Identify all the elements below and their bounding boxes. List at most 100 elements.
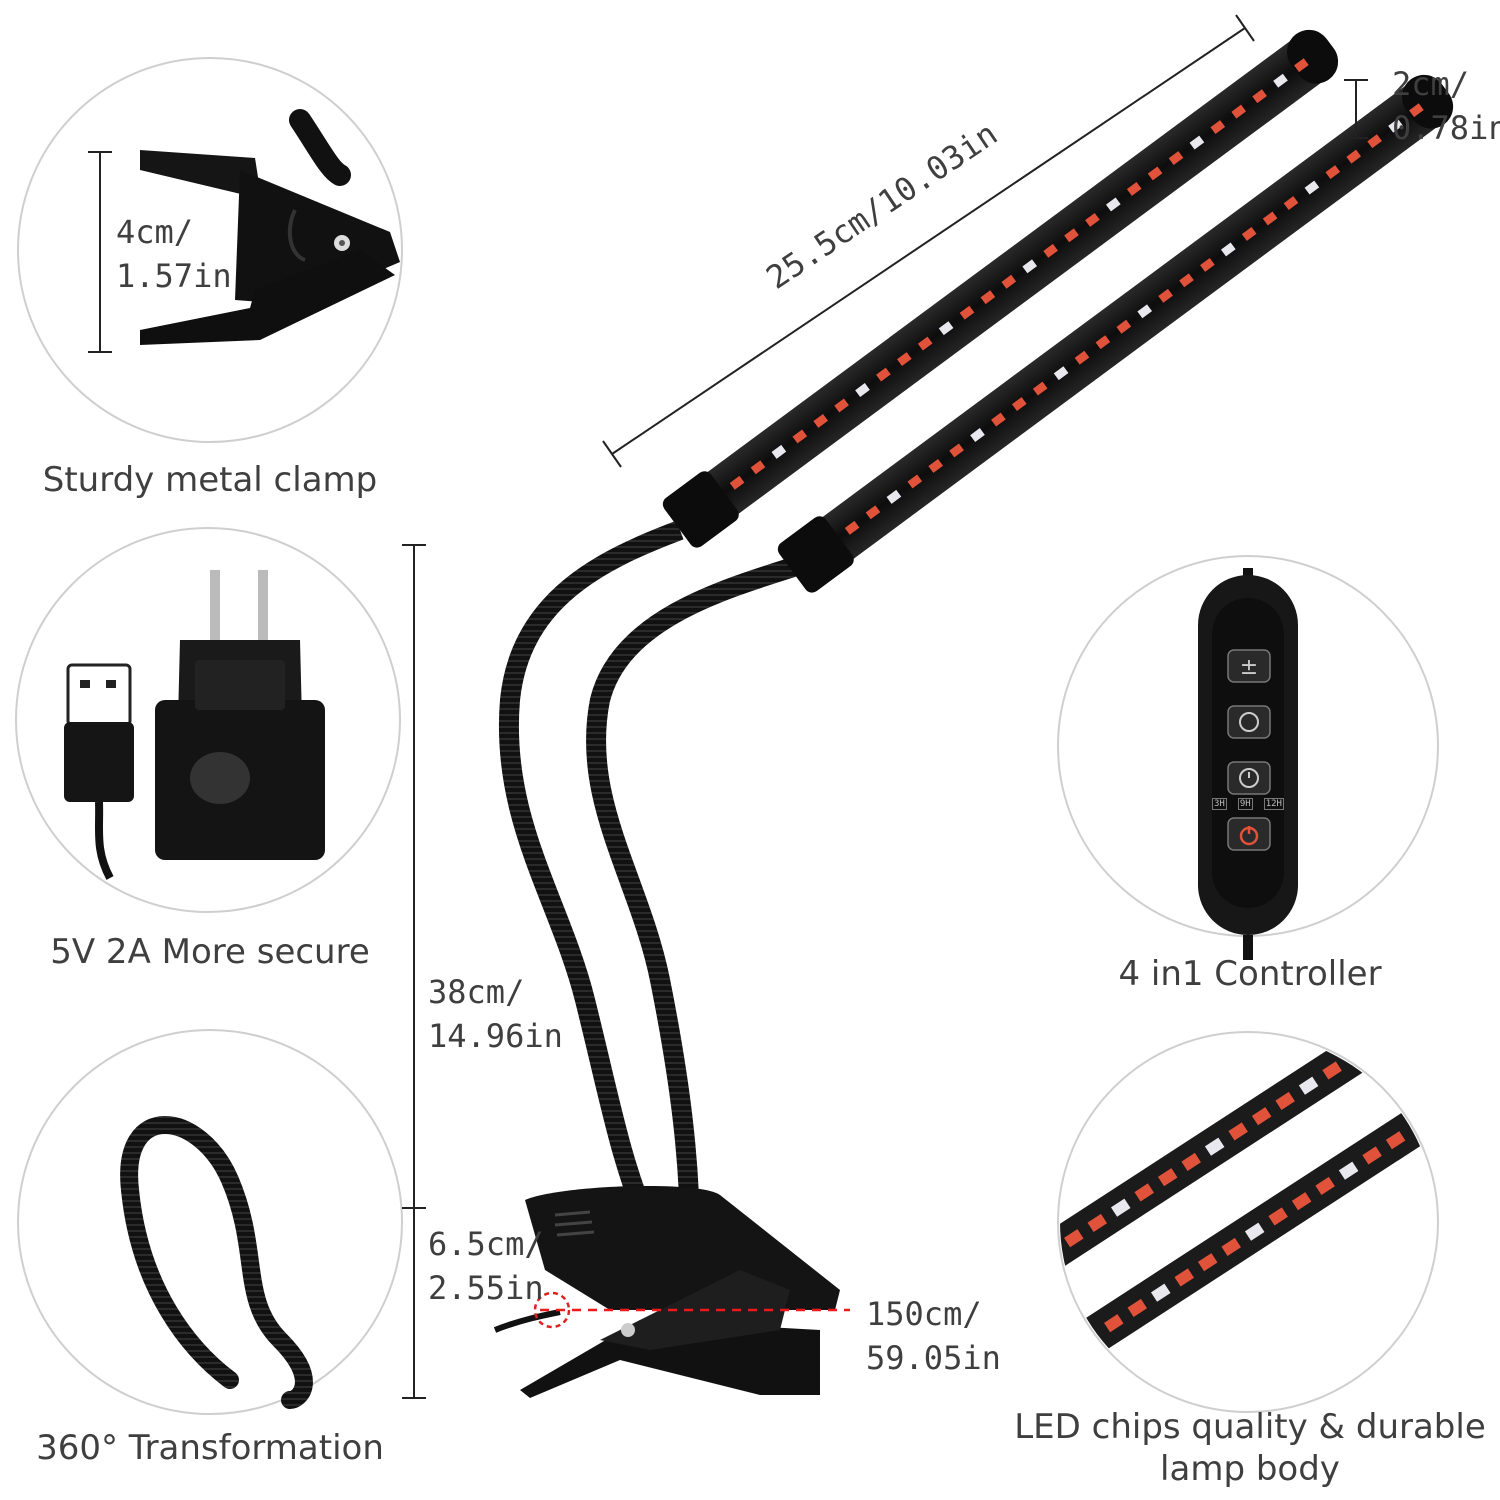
led-chip bbox=[771, 444, 787, 459]
led-chip bbox=[1043, 243, 1058, 258]
led-chip bbox=[1189, 135, 1205, 150]
led-chip bbox=[855, 383, 870, 397]
led-chip bbox=[1369, 1034, 1389, 1049]
led-chip bbox=[1200, 257, 1215, 272]
led-chip bbox=[1322, 1061, 1342, 1080]
led-caption-line2: lamp body bbox=[1160, 1449, 1340, 1489]
led-chip bbox=[1181, 1152, 1201, 1171]
led-chip bbox=[1367, 134, 1382, 149]
height-line1: 38cm/ bbox=[428, 973, 525, 1011]
timer-3h: 3H bbox=[1212, 798, 1227, 810]
led-chip bbox=[1346, 149, 1362, 164]
led-chip bbox=[1231, 104, 1247, 119]
led-chip bbox=[1298, 1076, 1319, 1095]
led-chip bbox=[792, 429, 808, 444]
led-chip bbox=[1283, 196, 1299, 210]
controller-caption: 4 in1 Controller bbox=[1118, 954, 1382, 994]
controller-remote-icon: ± bbox=[1198, 568, 1298, 960]
led-chip bbox=[1325, 165, 1341, 180]
dimension-lines bbox=[402, 14, 1368, 1399]
led-chip bbox=[1134, 1183, 1154, 1202]
clamp-caption: Sturdy metal clamp bbox=[42, 460, 378, 500]
led-chip bbox=[1251, 1107, 1272, 1126]
diameter-label: 2cm/ 0.78in bbox=[1392, 62, 1500, 150]
clamp-dimension-bracket bbox=[88, 151, 112, 353]
hose-circle bbox=[17, 1029, 403, 1415]
clamp-dim-line2: 1.57in bbox=[116, 257, 232, 295]
led-chip bbox=[1174, 1268, 1194, 1287]
led-chip bbox=[1150, 1283, 1171, 1302]
led-chip bbox=[1244, 1222, 1265, 1241]
led-chip bbox=[959, 305, 975, 320]
led-chip bbox=[1147, 166, 1163, 181]
led-chip bbox=[1022, 259, 1038, 274]
led-chip bbox=[1032, 381, 1048, 396]
led-chip bbox=[1221, 1237, 1241, 1256]
timer-12h: 12H bbox=[1263, 798, 1284, 810]
led-chip bbox=[729, 475, 745, 490]
clamp-opening-line1: 6.5cm/ bbox=[428, 1225, 544, 1263]
led-chip bbox=[1294, 58, 1309, 73]
height-line2: 14.96in bbox=[428, 1017, 563, 1055]
led-chip bbox=[1157, 1168, 1178, 1187]
led-chip bbox=[1388, 118, 1403, 133]
led-chip bbox=[1262, 211, 1278, 226]
led-chip bbox=[1087, 1213, 1108, 1232]
led-caption: LED chips quality & durable lamp body bbox=[990, 1406, 1500, 1490]
led-chip bbox=[1220, 242, 1236, 257]
timer-options: 3H 9H 12H bbox=[1212, 798, 1284, 810]
led-caption-line1: LED chips quality & durable bbox=[1014, 1407, 1486, 1447]
led-chip bbox=[834, 398, 849, 413]
led-chip bbox=[896, 352, 912, 367]
led-chip bbox=[1137, 304, 1153, 319]
led-chip bbox=[980, 290, 996, 305]
clamp-opening-label: 6.5cm/ 2.55in bbox=[428, 1222, 544, 1310]
led-chip bbox=[1273, 73, 1288, 88]
usb-plug-icon bbox=[64, 663, 134, 880]
light-bar-top bbox=[662, 29, 1339, 548]
led-chip bbox=[1064, 1229, 1084, 1248]
led-chip bbox=[1252, 89, 1267, 104]
height-label: 38cm/ 14.96in bbox=[428, 970, 563, 1058]
led-chip bbox=[928, 458, 944, 473]
led-chip bbox=[917, 336, 933, 351]
led-chip bbox=[1127, 1298, 1148, 1317]
power-adapter-icon bbox=[155, 570, 325, 860]
led-chip bbox=[886, 489, 902, 504]
led-chip bbox=[1064, 228, 1079, 243]
clamp-opening-line2: 2.55in bbox=[428, 1269, 544, 1307]
diameter-line1: 2cm/ bbox=[1392, 65, 1470, 103]
led-chip bbox=[907, 474, 923, 489]
cable-line2: 59.05in bbox=[866, 1339, 1001, 1377]
flexible-hose-icon bbox=[120, 1116, 313, 1409]
led-chip bbox=[1241, 227, 1257, 241]
led-chip bbox=[1432, 1100, 1436, 1119]
clamp-detail-icon bbox=[140, 109, 400, 345]
led-chip bbox=[1126, 182, 1142, 196]
gooseneck-hoses bbox=[498, 520, 803, 1241]
led-chip bbox=[1204, 1137, 1225, 1156]
led-chip bbox=[865, 505, 881, 520]
led-chip bbox=[1275, 1091, 1295, 1110]
cable-length-label: 150cm/ 59.05in bbox=[866, 1292, 1001, 1380]
led-chip bbox=[1168, 151, 1184, 165]
base-clip-icon bbox=[493, 1185, 840, 1398]
led-chip bbox=[1053, 366, 1069, 381]
led-chip bbox=[1095, 335, 1111, 350]
led-chip bbox=[1268, 1207, 1288, 1226]
led-chip bbox=[813, 413, 829, 428]
adapter-caption: 5V 2A More secure bbox=[50, 932, 370, 972]
led-chip bbox=[1179, 273, 1194, 288]
led-chip bbox=[1385, 1131, 1406, 1150]
timer-9h: 9H bbox=[1237, 798, 1253, 810]
diameter-line2: 0.78in bbox=[1392, 109, 1500, 147]
led-chip bbox=[1409, 103, 1424, 118]
led-chip bbox=[1105, 197, 1121, 212]
led-chip bbox=[1001, 274, 1017, 289]
led-chip bbox=[1291, 1192, 1312, 1211]
cable-marker bbox=[533, 1291, 850, 1329]
clamp-circle bbox=[17, 57, 403, 443]
led-chip bbox=[1416, 1000, 1436, 1018]
led-chip bbox=[750, 460, 766, 475]
